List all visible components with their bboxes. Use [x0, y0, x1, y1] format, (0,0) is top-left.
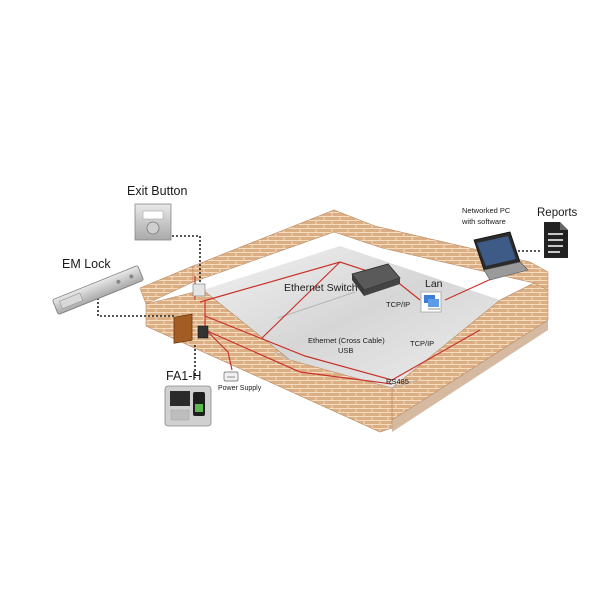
networked-pc-label-line1: Networked PC — [462, 206, 511, 215]
exit-button-wall-box — [192, 283, 206, 297]
rs485-label: RS485 — [386, 377, 409, 386]
front-left-wall — [145, 289, 393, 433]
ethernet-switch-label: Ethernet Switch — [284, 282, 358, 294]
cable-tcpip-lower — [391, 329, 481, 381]
lan-monitor-icon — [420, 291, 442, 313]
usb-label: USB — [338, 346, 353, 355]
power-supply-icon — [223, 371, 239, 382]
floor-divider — [274, 291, 419, 389]
reports-label: Reports — [537, 207, 578, 219]
exit-button-label: Exit Button — [127, 184, 187, 198]
power-supply-label: Power Supply — [218, 385, 262, 392]
fa1h-device — [164, 385, 212, 427]
laptop-icon — [473, 231, 529, 281]
tcpip-lower-label: TCP/IP — [410, 339, 434, 348]
fa1h-label: FA1-H — [166, 369, 201, 383]
lan-label: Lan — [425, 278, 443, 290]
wall-reader — [197, 325, 209, 339]
dotted-em-lock — [97, 298, 176, 317]
cable-rs485 — [204, 329, 393, 385]
dotted-exit-button — [172, 235, 201, 286]
ethernet-cross-label: Ethernet (Cross Cable) — [308, 336, 385, 345]
tcpip-upper-label: TCP/IP — [386, 300, 410, 309]
floor — [203, 246, 500, 388]
cable-power — [207, 331, 233, 371]
em-lock-device — [52, 265, 144, 315]
cable-floor-2 — [204, 315, 393, 381]
cable-floor-3 — [261, 261, 341, 339]
em-lock-label: EM Lock — [62, 257, 111, 271]
exit-button-device — [134, 203, 172, 241]
building — [139, 209, 549, 433]
cables — [194, 261, 501, 385]
networked-pc-label-line2: with software — [461, 217, 506, 226]
door — [173, 313, 193, 344]
document-icon — [544, 222, 568, 258]
ethernet-switch-device — [351, 263, 401, 296]
front-right-wall — [392, 320, 548, 432]
